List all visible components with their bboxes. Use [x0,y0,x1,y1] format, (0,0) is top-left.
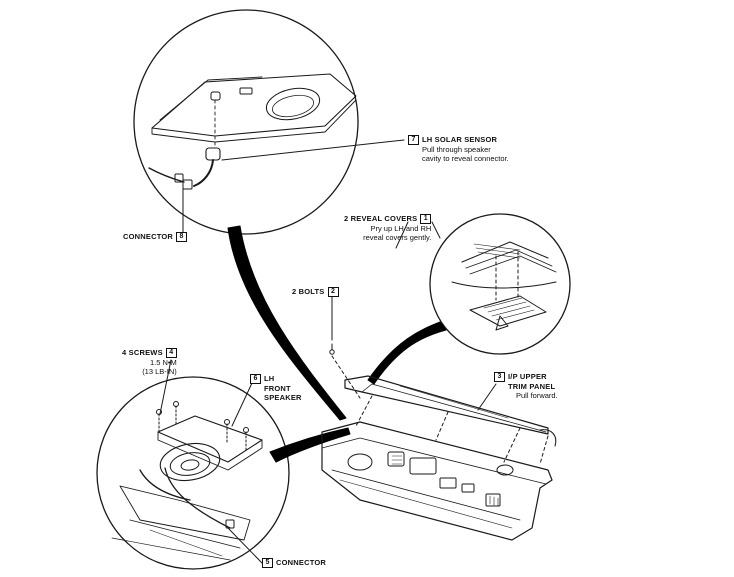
callout-title: LH SOLAR SENSOR [422,135,498,144]
callout-note: 1.5 N•M [149,358,177,368]
callout-title: FRONT [264,384,291,394]
reveal-covers-detail-view [429,213,571,355]
speaker-detail-view [96,359,290,570]
callout-title: LH [264,374,275,383]
instrument-panel-assembly [321,221,557,541]
callout-title: 2 REVEAL COVERS [344,214,418,223]
callout-title: 4 SCREWS [122,348,163,357]
callout-note: Pry up LH and RH [370,224,432,234]
callout-title: CONNECTOR [276,558,326,567]
callout-title: TRIM PANEL [508,382,556,392]
callout-title: CONNECTOR [123,232,173,241]
callout-note: cavity to reveal connector. [422,154,509,164]
callout-ref-4: 4 [165,348,177,359]
callout-ref-5: 5 [262,558,273,569]
callout-ref-2: 2 [327,287,339,298]
callout-title: SPEAKER [264,393,302,403]
callout-note: reveal covers gently. [363,233,432,243]
callout-ref-6: 6 [250,374,261,385]
callout-ref-3: 3 [494,372,505,383]
callout-note: Pull through speaker [422,145,491,155]
solar-sensor-detail-view [133,9,405,235]
callout-title: 2 BOLTS [292,287,325,296]
callout-ref-7: 7 [408,135,419,146]
callout-title: I/P UPPER [508,372,547,381]
callout-ref-1: 1 [420,214,432,225]
callout-note: Pull forward. [516,391,558,401]
callout-note: (13 LB-IN) [142,367,177,377]
callout-ref-8: 8 [176,232,187,243]
detail-connector-bands [227,225,447,463]
